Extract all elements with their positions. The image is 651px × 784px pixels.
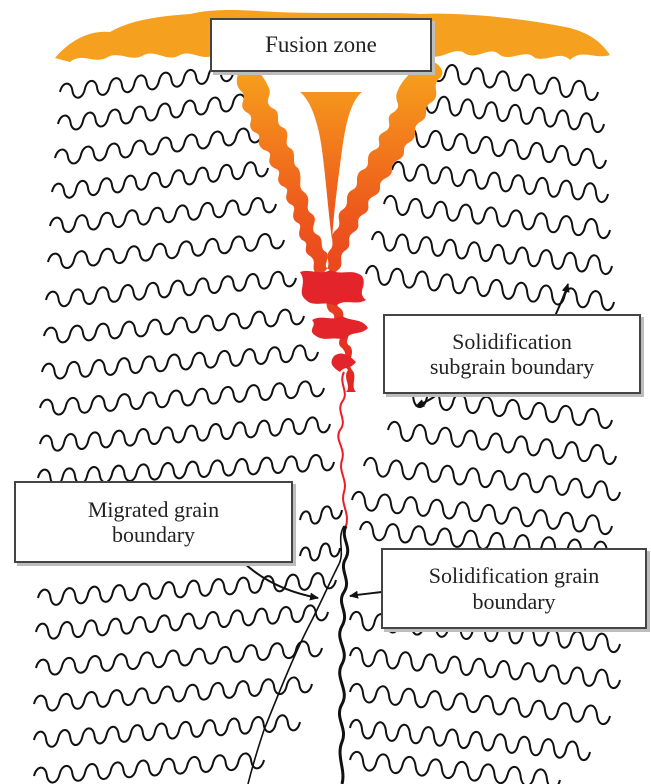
solidification-grain-boundary-label: Solidification grain boundary [381, 548, 647, 629]
subgrain-wave-row [38, 573, 336, 605]
subgrain-wave-row [366, 266, 614, 310]
subgrain-wave-row [46, 272, 296, 306]
subgrain-wave-row [300, 543, 340, 560]
subgrain-wave-row [34, 677, 312, 710]
migrated-label-line1: Migrated grain [88, 497, 219, 522]
solidification-grain-boundary-line [339, 526, 347, 784]
fusion-zone-dendrite-chain [300, 270, 368, 372]
migrated-label-line2: boundary [112, 522, 195, 547]
subgrain-wave-row [40, 417, 330, 450]
subgrain-label-line1: Solidification [452, 329, 572, 354]
subgrain-wave-row [55, 129, 262, 164]
subgrain-wave-row [404, 128, 606, 168]
subgrain-wave-row [388, 422, 616, 464]
subgrain-wave-row [350, 752, 560, 784]
subgrain-wave-row [36, 605, 328, 638]
solgrain-label-line1: Solidification grain [429, 563, 599, 588]
subgrain-wave-row [414, 94, 604, 132]
subgrain-wave-row [372, 232, 612, 274]
subgrain-wave-row [300, 506, 342, 523]
subgrain-wave-row [40, 381, 324, 414]
subgrain-wave-row [350, 684, 610, 724]
solidification-subgrain-boundary-label: Solidification subgrain boundary [383, 314, 641, 394]
fusion-zone-label: Fusion zone [210, 18, 432, 72]
solidification-red-boundary [338, 372, 347, 526]
migrated-grain-boundary-label: Migrated grain boundary [14, 481, 293, 563]
subgrain-wave-row [48, 234, 284, 268]
subgrain-wave-row [52, 162, 268, 197]
subgrain-wave-row [352, 492, 612, 534]
subgrain-label-line2: subgrain boundary [430, 354, 594, 379]
subgrain-wave-row [384, 196, 610, 238]
leader-arrow-subgrain-up [555, 284, 568, 316]
solgrain-label-line2: boundary [472, 589, 555, 614]
subgrain-wave-row [42, 345, 318, 378]
subgrain-wave-row [392, 162, 608, 202]
subgrain-wave-row [58, 95, 258, 130]
subgrain-wave-row [36, 641, 322, 674]
subgrain-wave-row [350, 720, 590, 760]
subgrain-wave-row [420, 62, 598, 100]
subgrain-wave-row [34, 753, 264, 782]
migrated-grain-boundary-line [248, 526, 344, 784]
subgrain-wave-row [50, 198, 276, 232]
subgrain-wave-row [44, 310, 304, 343]
fusion-zone-text: Fusion zone [265, 32, 377, 58]
subgrain-wave-row [364, 458, 620, 500]
leader-arrow-solidification-grain [350, 592, 382, 596]
subgrain-wave-row [350, 648, 620, 688]
